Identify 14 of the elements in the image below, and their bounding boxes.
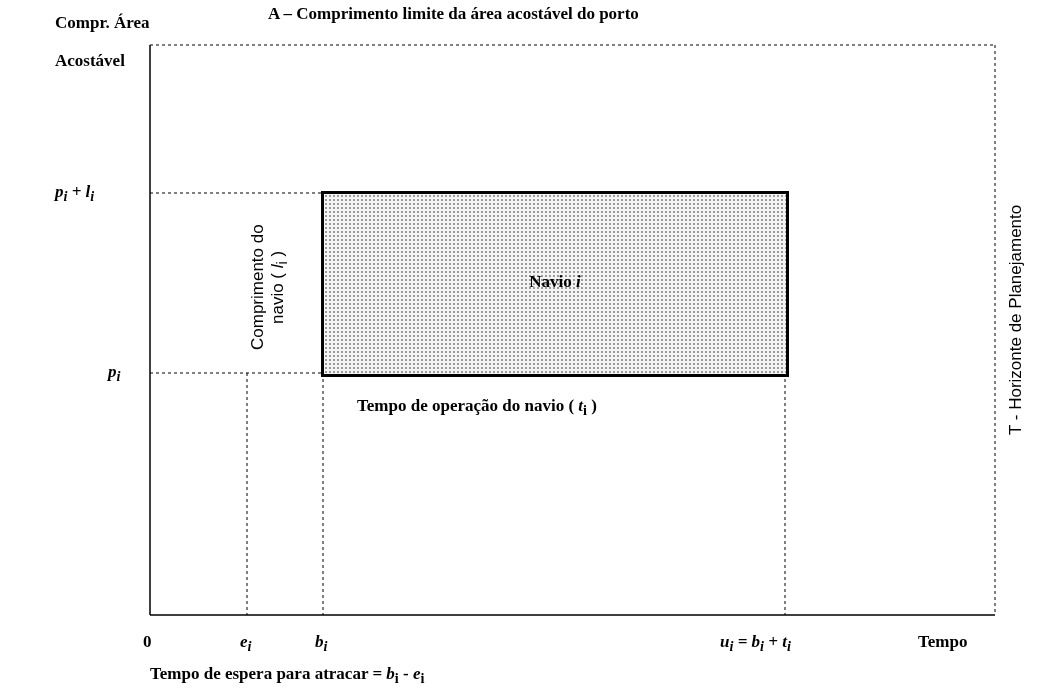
axis-tick-label: u$_{i}$ = b$_{i}$ + t$_{i}$ [720,632,791,657]
ship-label: Navio i [528,272,582,292]
horizon-label: T - Horizonte de Planejamento [1006,203,1026,438]
axis-tick-label: 0 [143,632,152,652]
axis-tick-label: e$_{i}$ [240,632,252,657]
axis-title: Tempo [918,632,968,652]
duration-label: Tempo de operação do navio ( t$_{i}$ ) [357,396,597,421]
axis-tick-label: b$_{i}$ [315,632,328,657]
chart-title: A – Comprimento limite da área acostável do porto [268,4,639,24]
axis-tick-label: p$_{i}$ [108,362,121,387]
ship-block [321,191,789,377]
axis-tick-label: p$_{i}$ + l$_{i}$ [55,182,95,207]
waiting-time-label: Tempo de espera para atracar = b$_{i}$ - e$_{i}$ [150,664,425,689]
axis-title: Compr. Área Acostável [55,12,150,72]
